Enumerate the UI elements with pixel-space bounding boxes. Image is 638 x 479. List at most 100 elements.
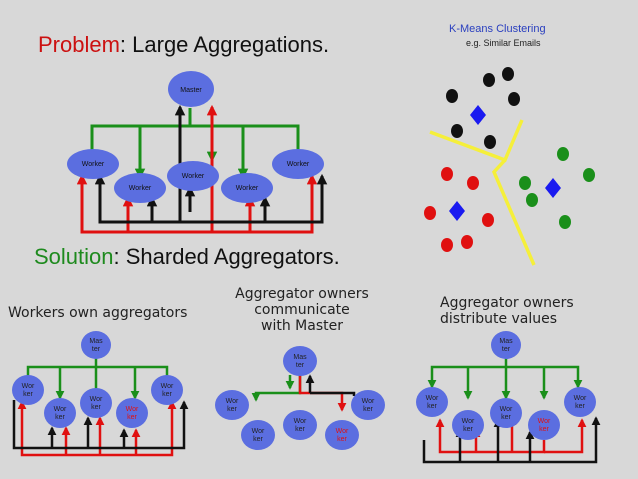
green-points	[519, 147, 595, 229]
worker-node: Wor ker	[490, 398, 522, 428]
worker-node: Worker	[221, 173, 273, 203]
worker-node: Wor ker	[528, 410, 560, 440]
worker-node-shape	[167, 161, 219, 191]
master-node-shape	[81, 331, 111, 359]
worker-node-shape	[490, 398, 522, 428]
green-arrow	[190, 124, 304, 163]
worker-node: Wor ker	[44, 398, 76, 428]
worker-node: Wor ker	[351, 390, 385, 420]
master-label: Mas	[499, 338, 513, 345]
green-point	[519, 176, 531, 190]
black-point	[483, 73, 495, 87]
worker-node: Wor ker	[416, 387, 448, 417]
worker-node-shape	[67, 149, 119, 179]
worker-node: Wor ker	[215, 390, 249, 420]
red-point	[424, 206, 436, 220]
master-label: Mas	[89, 338, 103, 345]
panel-3-caption-line: Aggregator owners	[440, 295, 574, 311]
worker-node-shape	[241, 420, 275, 450]
black-points	[446, 67, 520, 149]
worker-node: Wor ker	[564, 387, 596, 417]
red-point	[467, 176, 479, 190]
worker-node-shape	[528, 410, 560, 440]
worker-node: Wor ker	[12, 375, 44, 405]
green-arrow	[506, 365, 583, 389]
master-label: ter	[502, 346, 511, 353]
worker-label: ker	[162, 391, 172, 398]
black-arrow	[12, 400, 189, 450]
worker-node-shape	[283, 410, 317, 440]
worker-label: ker	[91, 404, 101, 411]
worker-label: ker	[427, 403, 437, 410]
panel-2-caption: Aggregator owners communicate with Maste…	[222, 286, 382, 334]
red-arrow	[544, 418, 587, 454]
panel-1-diagram: Mas ter Wor ker Wor ker Wor ker Wor	[12, 331, 189, 457]
master-node: Mas ter	[491, 331, 521, 359]
top-diagram: Master Worker Worker Worker Worker Worke…	[67, 71, 328, 234]
worker-node-shape	[416, 387, 448, 417]
red-point	[461, 235, 473, 249]
green-point	[526, 193, 538, 207]
worker-node-shape	[12, 375, 44, 405]
black-point	[502, 67, 514, 81]
worker-node: Worker	[67, 149, 119, 179]
worker-label: ker	[127, 414, 137, 421]
worker-label: ker	[55, 414, 65, 421]
red-arrow	[17, 400, 136, 457]
worker-node: Worker	[167, 161, 219, 191]
worker-label: ker	[253, 436, 263, 443]
black-point	[508, 92, 520, 106]
problem-text: : Large Aggregations.	[119, 32, 330, 57]
red-arrow	[212, 173, 318, 234]
worker-label: Wor	[226, 398, 239, 405]
worker-node: Wor ker	[452, 410, 484, 440]
green-centroid	[545, 178, 561, 198]
worker-node-shape	[351, 390, 385, 420]
solution-keyword: Solution	[34, 244, 114, 269]
panel-3-caption-line: distribute values	[440, 311, 558, 327]
worker-label: ker	[539, 426, 549, 433]
worker-label: Wor	[161, 383, 174, 390]
worker-node-shape	[564, 387, 596, 417]
worker-label: Wor	[294, 418, 307, 425]
worker-node: Wor ker	[116, 398, 148, 428]
master-label: Master	[180, 87, 202, 94]
black-arrow	[180, 173, 328, 224]
worker-node: Wor ker	[325, 420, 359, 450]
red-point	[482, 213, 494, 227]
worker-label: Worker	[236, 185, 259, 192]
worker-label: Wor	[574, 395, 587, 402]
worker-label: Worker	[82, 161, 105, 168]
master-label: ter	[296, 362, 305, 369]
worker-label: Wor	[54, 406, 67, 413]
worker-label: Wor	[22, 383, 35, 390]
kmeans-subtitle: e.g. Similar Emails	[466, 38, 541, 48]
master-node: Mas ter	[283, 346, 317, 376]
green-arrow	[251, 375, 302, 402]
worker-label: Wor	[252, 428, 265, 435]
master-label: ter	[92, 346, 101, 353]
worker-label: Wor	[500, 406, 513, 413]
worker-label: ker	[575, 403, 585, 410]
worker-label: Worker	[182, 173, 205, 180]
panel-3-caption: Aggregator owners distribute values	[440, 295, 574, 327]
worker-label: ker	[295, 426, 305, 433]
worker-label: ker	[463, 426, 473, 433]
worker-node: Wor ker	[80, 388, 112, 418]
worker-label: Wor	[126, 406, 139, 413]
red-arrow	[76, 173, 212, 234]
worker-node-shape	[215, 390, 249, 420]
worker-node-shape	[452, 410, 484, 440]
green-point	[557, 147, 569, 161]
red-point	[441, 238, 453, 252]
red-centroid	[449, 201, 465, 221]
black-point	[484, 135, 496, 149]
master-node-shape	[283, 346, 317, 376]
red-points	[424, 167, 494, 252]
problem-heading: Problem: Large Aggregations.	[38, 32, 329, 58]
worker-label: Worker	[287, 161, 310, 168]
green-point	[583, 168, 595, 182]
red-point	[441, 167, 453, 181]
